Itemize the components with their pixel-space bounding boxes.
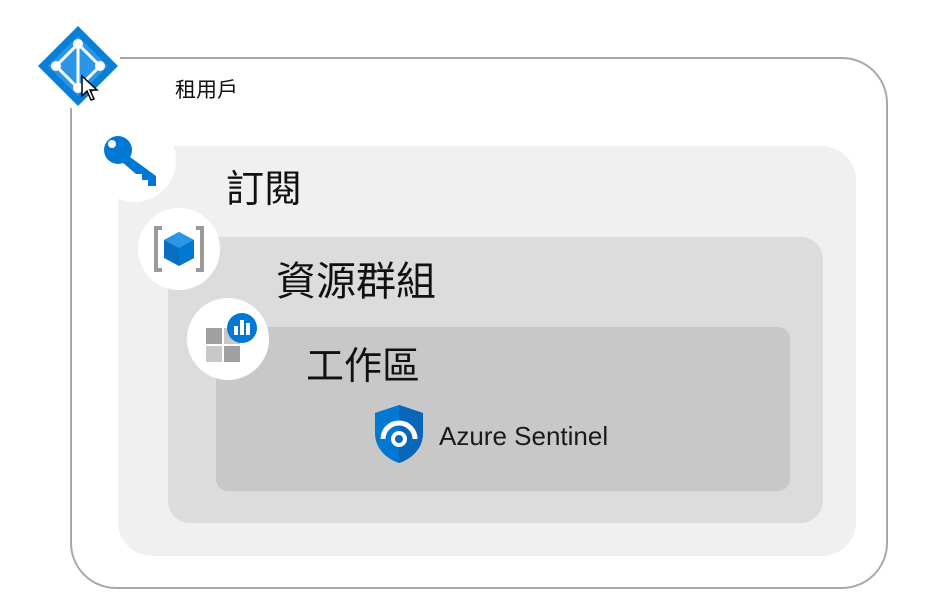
workspace-container (216, 327, 790, 491)
sentinel-service: Azure Sentinel (371, 404, 608, 468)
resource-group-label: 資源群組 (276, 259, 436, 305)
workspace-label: 工作區 (306, 344, 421, 388)
mouse-cursor-icon (80, 74, 100, 102)
azure-ad-diamond-icon (34, 22, 122, 110)
sentinel-shield-icon (371, 403, 427, 469)
sentinel-label: Azure Sentinel (439, 420, 609, 451)
tenant-label: 租用戶 (175, 78, 238, 102)
subscription-label: 訂閱 (226, 167, 303, 211)
key-icon (100, 132, 164, 188)
log-analytics-workspace-icon (202, 310, 260, 366)
resource-group-cube-icon (152, 222, 206, 276)
